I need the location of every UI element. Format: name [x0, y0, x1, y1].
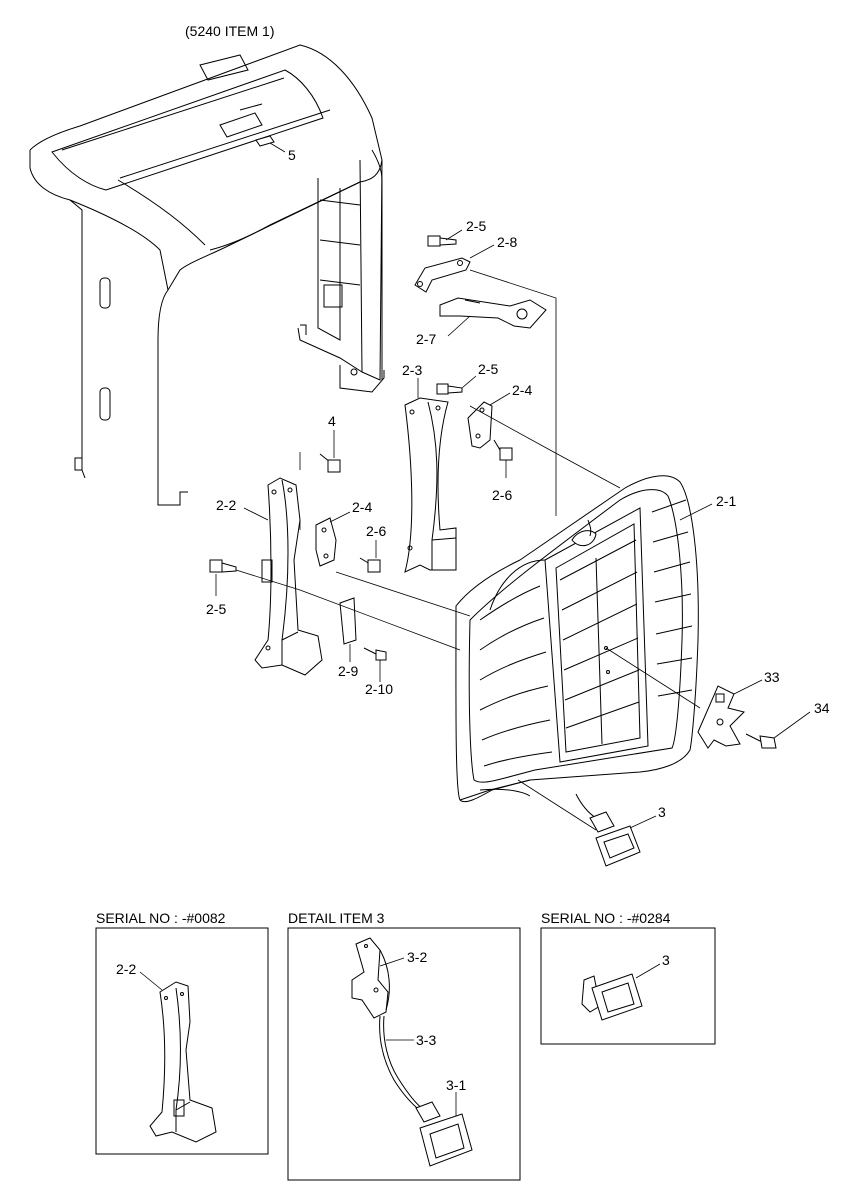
plate-33 — [697, 685, 745, 749]
item-5-label-plate — [255, 135, 275, 147]
bracket-2-8 — [414, 257, 471, 293]
svg-text:2-5: 2-5 — [478, 361, 498, 377]
inset-middle-title: DETAIL ITEM 3 — [288, 910, 385, 926]
svg-text:2-9: 2-9 — [338, 663, 358, 679]
bracket-2-2 — [254, 477, 323, 676]
bracket-2-7 — [439, 297, 547, 329]
inset-left-title: SERIAL NO : -#0082 — [96, 910, 226, 926]
release-handle-3 — [575, 793, 641, 867]
svg-text:2-6: 2-6 — [492, 487, 512, 503]
assembly-reference: (5240 ITEM 1) — [185, 23, 274, 39]
inset-right-title: SERIAL NO : -#0284 — [541, 910, 671, 926]
svg-text:3-2: 3-2 — [407, 949, 427, 965]
inset-detail-item-3: DETAIL ITEM 3 3-2 3-3 3-1 — [287, 910, 521, 1181]
plate-2-4-right — [467, 401, 493, 449]
svg-text:4: 4 — [328, 413, 336, 429]
plate-2-9 — [339, 597, 357, 645]
svg-text:34: 34 — [814, 700, 830, 716]
svg-text:3: 3 — [658, 804, 666, 820]
bolt-2-5-middle — [436, 383, 463, 395]
svg-text:2-8: 2-8 — [497, 234, 517, 250]
cab-frame — [29, 44, 385, 506]
svg-text:2-5: 2-5 — [466, 218, 486, 234]
plate-2-4-left — [315, 517, 337, 567]
svg-text:3-3: 3-3 — [416, 1032, 436, 1048]
callout-2-1: 2-1 — [679, 493, 736, 521]
svg-text:2-5: 2-5 — [206, 601, 226, 617]
svg-text:2-10: 2-10 — [365, 681, 393, 697]
bolt-34 — [745, 733, 777, 749]
callout-5: 5 — [269, 142, 296, 163]
svg-text:2-7: 2-7 — [416, 331, 436, 347]
callouts-right-bracket: 2-3 2-5 2-4 2-6 — [402, 361, 532, 503]
svg-text:2-1: 2-1 — [716, 493, 736, 509]
callout-3-main: 3 — [629, 804, 666, 829]
inset-right-callout: 3 — [662, 952, 670, 968]
svg-text:2-6: 2-6 — [366, 523, 386, 539]
svg-text:3-1: 3-1 — [446, 1077, 466, 1093]
svg-text:2-2: 2-2 — [216, 497, 236, 513]
svg-text:5: 5 — [288, 147, 296, 163]
svg-text:33: 33 — [764, 669, 780, 685]
bolt-2-5-lower — [209, 559, 237, 573]
front-grille — [455, 475, 699, 803]
callouts-left-bracket: 4 2-2 2-4 2-6 2-5 2-9 2-10 — [206, 413, 393, 697]
callouts-upper: 2-5 2-8 2-7 — [416, 218, 517, 347]
assembly-guide-lines — [235, 269, 701, 831]
inset-left-callout: 2-2 — [116, 961, 136, 977]
bolt-2-6-left — [359, 557, 381, 573]
svg-text:2-4: 2-4 — [512, 382, 532, 398]
callouts-33-34: 33 34 — [733, 669, 830, 739]
bracket-2-3 — [404, 397, 457, 573]
screw-2-10 — [363, 647, 387, 661]
svg-text:2-3: 2-3 — [402, 362, 422, 378]
bolt-4 — [319, 453, 341, 473]
bolt-2-6-right — [493, 439, 513, 461]
inset-serial-0082: SERIAL NO : -#0082 2-2 — [95, 910, 269, 1155]
svg-text:2-4: 2-4 — [352, 499, 372, 515]
inset-serial-0284: SERIAL NO : -#0284 3 — [540, 910, 716, 1045]
bolt-2-5-upper — [427, 235, 457, 247]
